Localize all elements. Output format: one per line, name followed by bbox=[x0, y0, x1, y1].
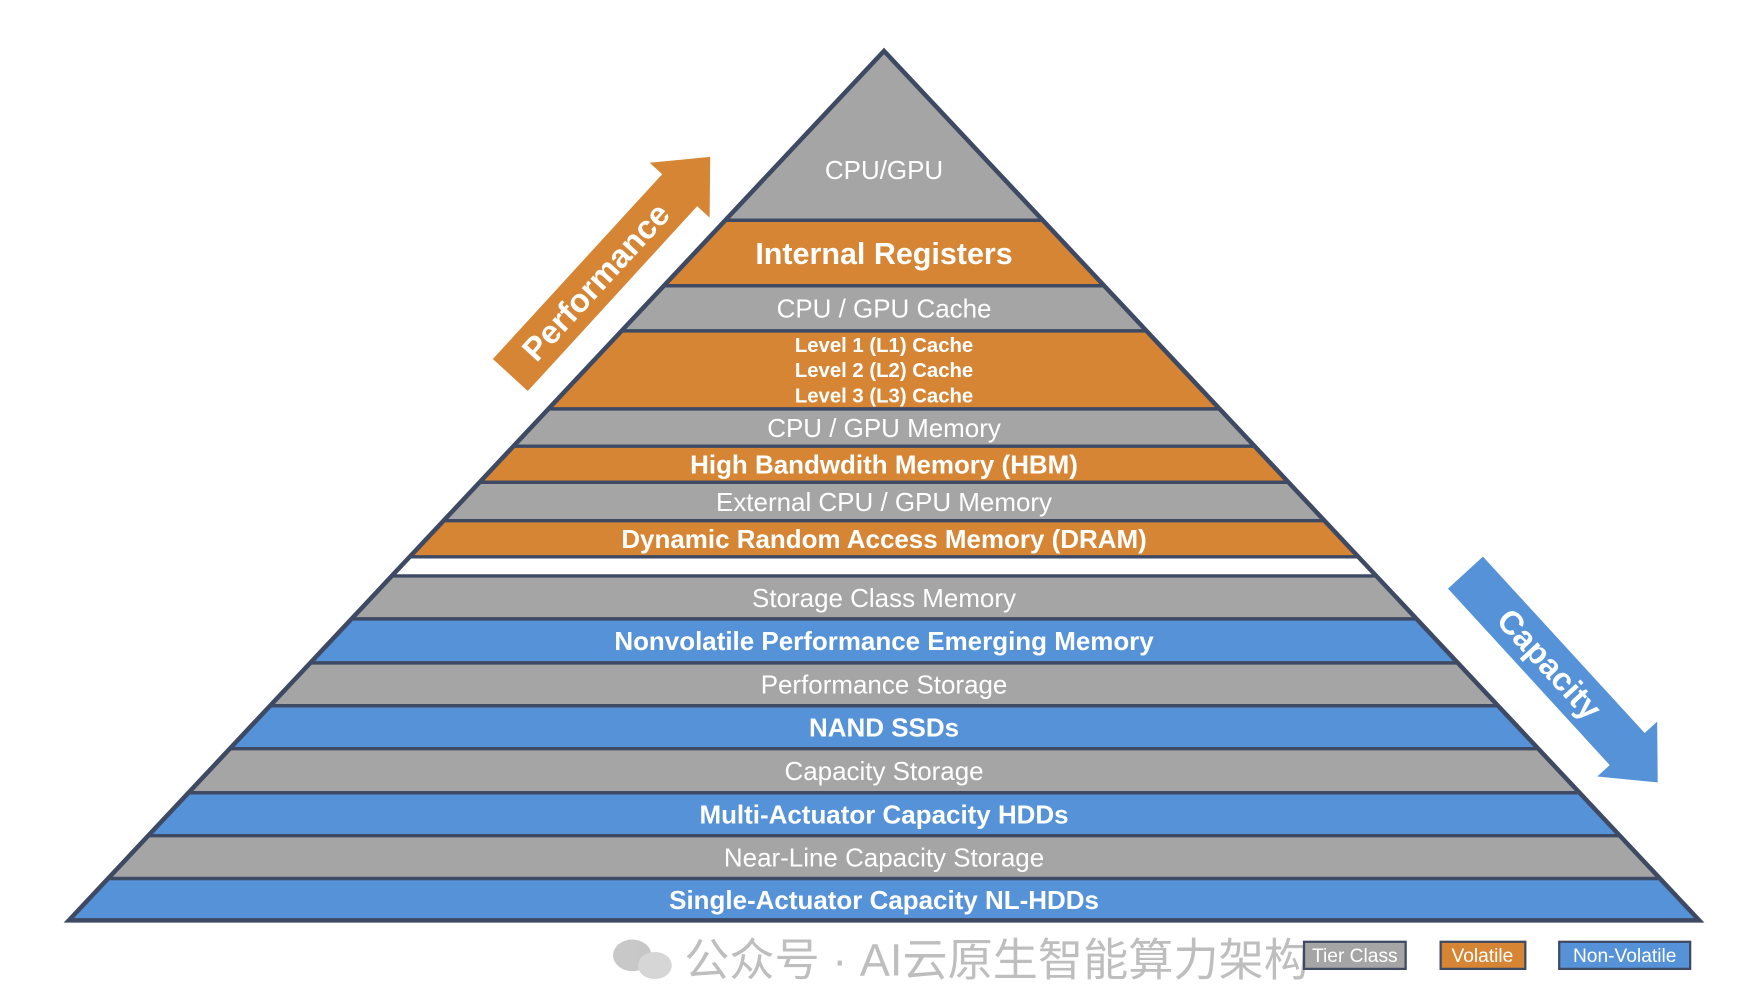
tier-label: Level 2 (L2) Cache bbox=[795, 360, 973, 382]
watermark: 公众号 · AI云原生智能算力架构 bbox=[613, 935, 1309, 986]
tier-label: Nonvolatile Performance Emerging Memory bbox=[614, 626, 1154, 656]
band-gap bbox=[391, 556, 1377, 576]
tier-label: Near-Line Capacity Storage bbox=[724, 842, 1044, 872]
tier-label: Level 1 (L1) Cache bbox=[795, 335, 973, 357]
tier-label: Internal Registers bbox=[755, 237, 1012, 271]
tier-label: Performance Storage bbox=[761, 670, 1008, 700]
legend-volatile-label: Volatile bbox=[1451, 946, 1513, 967]
tier-label: CPU / GPU Cache bbox=[777, 294, 992, 324]
tier-label: NAND SSDs bbox=[809, 713, 959, 743]
tier-label: Level 3 (L3) Cache bbox=[795, 386, 973, 408]
legend-non-volatile-label: Non-Volatile bbox=[1573, 946, 1676, 967]
legend-tier-class: Tier Class bbox=[1302, 940, 1407, 971]
wechat-icon bbox=[613, 939, 672, 980]
band-cpu-gpu bbox=[721, 48, 1047, 223]
watermark-text: 公众号 · AI云原生智能算力架构 bbox=[684, 935, 1309, 986]
tier-label: Capacity Storage bbox=[784, 756, 983, 786]
pyramid-outline bbox=[63, 47, 1705, 923]
tier-label: External CPU / GPU Memory bbox=[716, 487, 1052, 517]
tier-label: Dynamic Random Access Memory (DRAM) bbox=[621, 524, 1146, 554]
tier-label: Storage Class Memory bbox=[752, 583, 1016, 613]
tier-label: Multi-Actuator Capacity HDDs bbox=[699, 800, 1068, 830]
tier-label: CPU / GPU Memory bbox=[767, 413, 1001, 443]
legend-volatile: Volatile bbox=[1439, 940, 1527, 971]
tier-label: Single-Actuator Capacity NL-HDDs bbox=[669, 885, 1099, 915]
capacity-label: Capacity bbox=[1490, 601, 1610, 727]
legend-non-volatile: Non-Volatile bbox=[1558, 940, 1692, 971]
legend: Tier Class Volatile Non-Volatile bbox=[1302, 940, 1692, 971]
tier-label: High Bandwdith Memory (HBM) bbox=[690, 450, 1078, 480]
legend-tier-class-label: Tier Class bbox=[1312, 946, 1398, 967]
tier-label: CPU/GPU bbox=[825, 155, 943, 185]
